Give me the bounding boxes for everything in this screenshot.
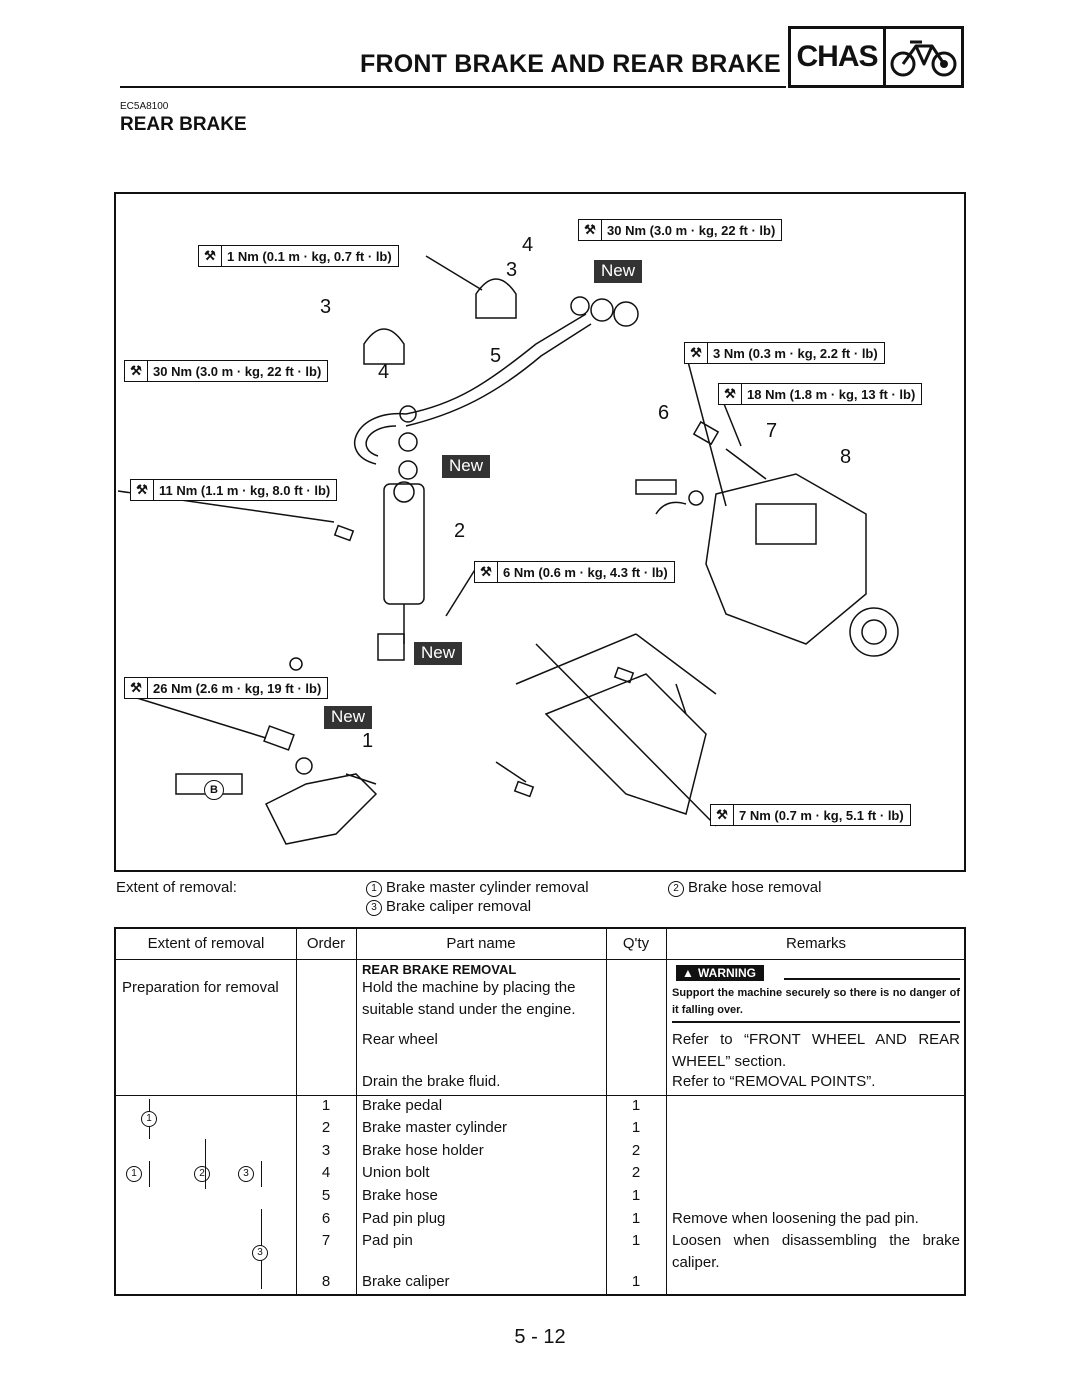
extent-label: Extent of removal: bbox=[116, 879, 237, 896]
column-header: Extent of removal bbox=[147, 935, 265, 952]
remark: Refer to “REMOVAL POINTS”. bbox=[672, 1073, 876, 1090]
remark: Refer to “FRONT WHEEL AND REAR WHEEL” se… bbox=[672, 1031, 960, 1070]
document-code: EC5A8100 bbox=[120, 101, 169, 112]
wrench-icon: ⚒ bbox=[475, 562, 498, 582]
page-title: FRONT BRAKE AND REAR BRAKE bbox=[360, 50, 781, 78]
extent-mark: 3 bbox=[252, 1241, 272, 1263]
torque-label: ⚒30 Nm (3.0 m · kg, 22 ft · lb) bbox=[124, 360, 329, 382]
chapter-badge-text: CHAS bbox=[791, 29, 886, 85]
chapter-badge: CHAS bbox=[788, 26, 964, 88]
warning-triangle-icon: ▲ bbox=[682, 966, 694, 980]
new-part-badge: New bbox=[414, 642, 463, 665]
prep-drain: Drain the brake fluid. bbox=[362, 1073, 501, 1090]
new-part-badge: New bbox=[324, 706, 373, 729]
warning-badge: ▲WARNING bbox=[676, 965, 764, 981]
torque-label: ⚒11 Nm (1.1 m · kg, 8.0 ft · lb) bbox=[130, 479, 338, 501]
motorcycle-icon bbox=[886, 29, 961, 85]
wrench-icon: ⚒ bbox=[125, 361, 148, 381]
torque-label: ⚒18 Nm (1.8 m · kg, 13 ft · lb) bbox=[718, 383, 923, 405]
wrench-icon: ⚒ bbox=[685, 343, 708, 363]
prep-rear-wheel: Rear wheel bbox=[362, 1031, 438, 1048]
column-header: Order bbox=[306, 935, 346, 952]
wrench-icon: ⚒ bbox=[711, 805, 734, 825]
callout-number: 4 bbox=[378, 361, 390, 383]
new-part-badge: New bbox=[442, 455, 491, 478]
callout-number: 7 bbox=[766, 420, 778, 442]
wrench-icon: ⚒ bbox=[579, 220, 602, 240]
column-header: Part name bbox=[446, 935, 516, 952]
extent-arrow bbox=[149, 1161, 150, 1187]
prep-hold-text: Hold the machine by placing the suitable… bbox=[362, 979, 576, 1018]
torque-label: ⚒6 Nm (0.6 m · kg, 4.3 ft · lb) bbox=[474, 561, 675, 583]
title-rule bbox=[120, 86, 786, 88]
callout-number: 3 bbox=[506, 259, 518, 281]
torque-label: ⚒30 Nm (3.0 m · kg, 22 ft · lb) bbox=[578, 219, 783, 241]
prep-extent: Preparation for removal bbox=[122, 979, 279, 996]
column-header: Remarks bbox=[785, 935, 846, 952]
callout-number: 4 bbox=[522, 234, 534, 256]
wrench-icon: ⚒ bbox=[131, 480, 154, 500]
removal-table: Extent of removal Order Part name Q'ty R… bbox=[114, 927, 966, 1296]
exploded-view-diagram: ⚒30 Nm (3.0 m · kg, 22 ft · lb) ⚒1 Nm (0… bbox=[114, 192, 966, 872]
warning-rule bbox=[784, 978, 960, 980]
new-part-badge: New bbox=[594, 260, 643, 283]
extent-arrow bbox=[261, 1161, 262, 1187]
torque-label: ⚒26 Nm (2.6 m · kg, 19 ft · lb) bbox=[124, 677, 329, 699]
warning-text: Support the machine securely so there is… bbox=[672, 987, 960, 1016]
warning-rule bbox=[672, 1021, 960, 1023]
callout-number: 5 bbox=[490, 345, 502, 367]
brake-parts-illustration bbox=[117, 255, 899, 845]
callout-number: 1 bbox=[362, 730, 374, 752]
wrench-icon: ⚒ bbox=[125, 678, 148, 698]
extent-arrow bbox=[205, 1139, 206, 1189]
torque-label: ⚒3 Nm (0.3 m · kg, 2.2 ft · lb) bbox=[684, 342, 885, 364]
callout-number: 8 bbox=[840, 446, 852, 468]
wrench-icon: ⚒ bbox=[719, 384, 742, 404]
extent-mark: 3 bbox=[238, 1162, 258, 1184]
callout-number: 3 bbox=[320, 296, 332, 318]
callout-number: 2 bbox=[454, 520, 466, 542]
extent-mark: 1 bbox=[126, 1162, 146, 1184]
column-header: Q'ty bbox=[622, 935, 650, 952]
extent-mark: 1 bbox=[141, 1107, 161, 1129]
extent-mark: 2 bbox=[194, 1162, 214, 1184]
prep-section-title: REAR BRAKE REMOVAL bbox=[362, 962, 517, 977]
wrench-icon: ⚒ bbox=[199, 246, 222, 266]
page-number: 5 - 12 bbox=[514, 1326, 566, 1348]
grease-mark: B bbox=[204, 780, 224, 800]
section-heading: REAR BRAKE bbox=[120, 114, 247, 135]
callout-number: 6 bbox=[658, 402, 670, 424]
torque-label: ⚒1 Nm (0.1 m · kg, 0.7 ft · lb) bbox=[198, 245, 399, 267]
torque-label: ⚒7 Nm (0.7 m · kg, 5.1 ft · lb) bbox=[710, 804, 911, 826]
